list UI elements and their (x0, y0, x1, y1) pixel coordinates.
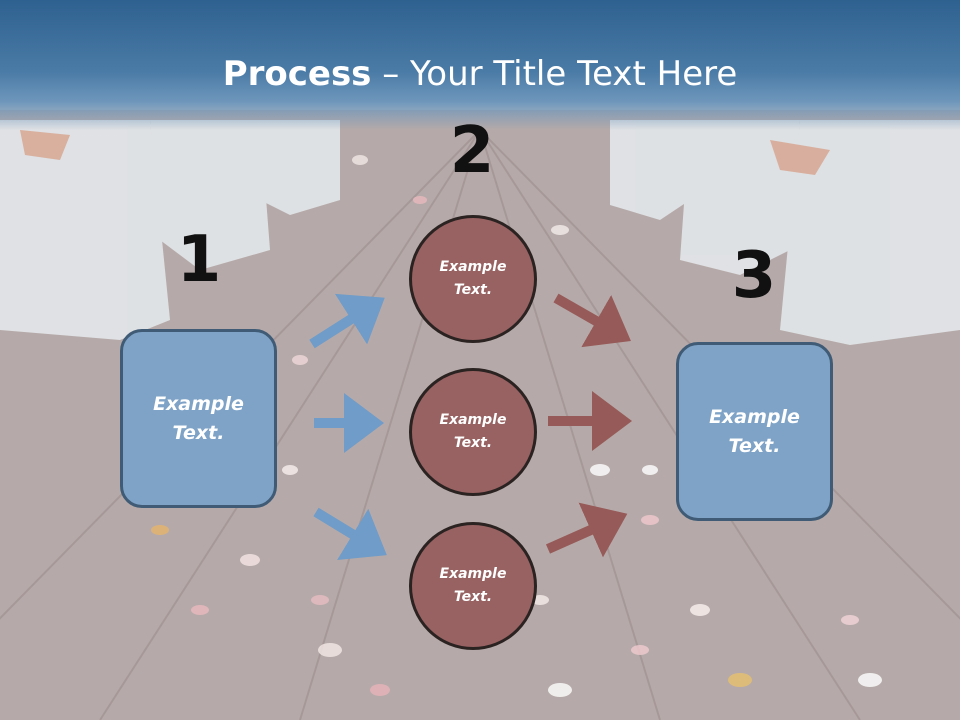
circle-bottom-line1: Example (439, 566, 507, 582)
right-box-line2: Text. (728, 434, 781, 457)
circle-bottom-line2: Text. (453, 589, 493, 605)
circle-top-line1: Example (439, 259, 507, 275)
arrow-red-down (553, 293, 631, 348)
left-box-line2: Text. (172, 421, 225, 444)
arrow-blue-up (309, 293, 385, 349)
circle-middle-line1: Example (439, 412, 507, 428)
right-box-line1: Example (709, 405, 800, 428)
arrow-red-up (545, 502, 628, 558)
title-bold: Process (222, 54, 372, 94)
title-bar (0, 0, 960, 130)
title-rest: – Your Title Text Here (371, 54, 738, 94)
step-number-3: 3 (731, 239, 777, 313)
arrow-blue-down (313, 507, 387, 560)
circle-top-line2: Text. (453, 282, 493, 298)
step-number-2: 2 (449, 114, 495, 188)
circle-middle-line2: Text. (453, 435, 493, 451)
slide-title: Process – Your Title Text Here (0, 52, 960, 96)
step-number-1: 1 (176, 223, 222, 297)
left-box-line1: Example (153, 392, 244, 415)
